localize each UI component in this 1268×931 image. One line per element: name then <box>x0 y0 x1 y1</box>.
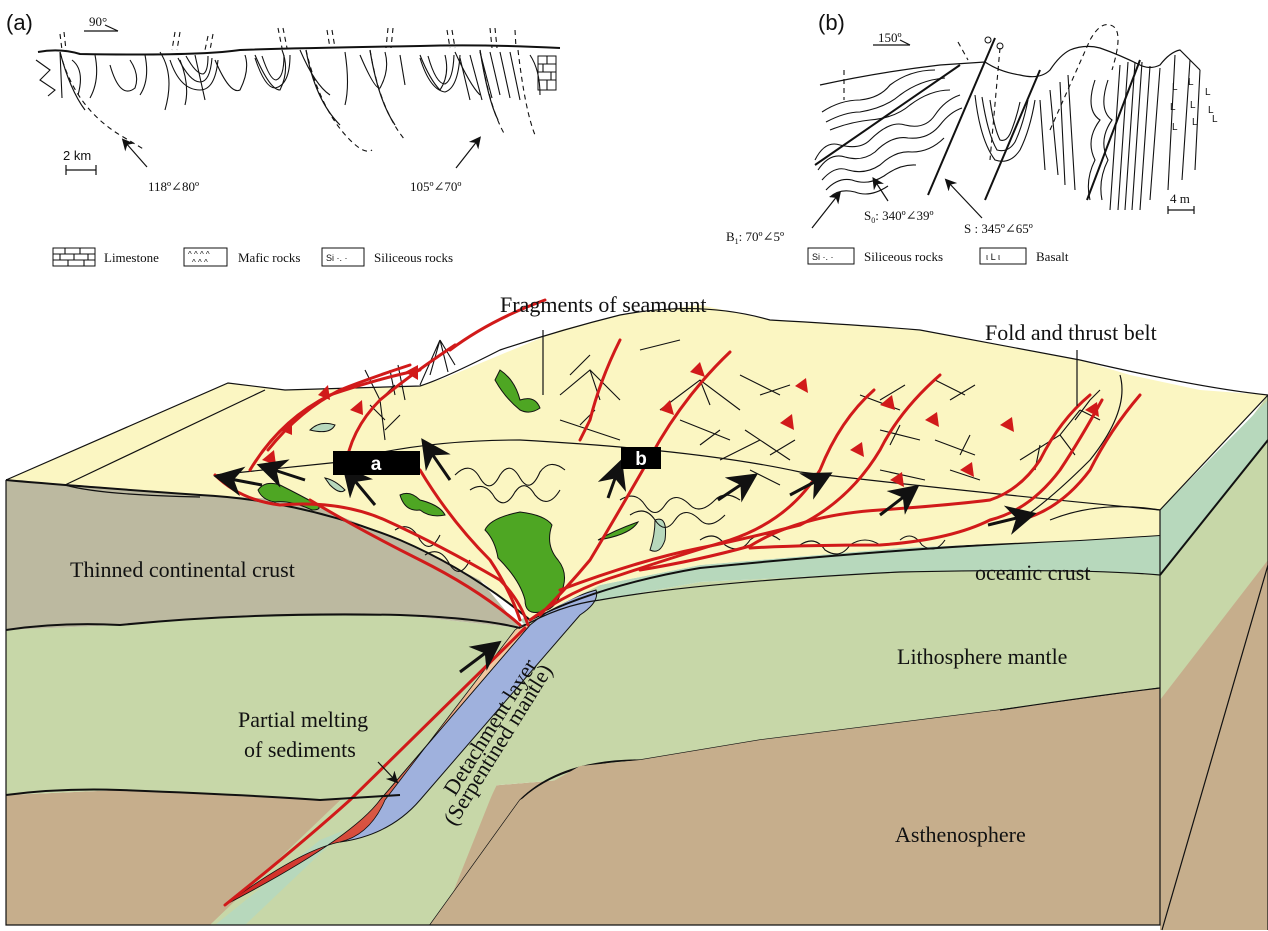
motion-arrow-3 <box>342 465 377 506</box>
thinned-continental-crust <box>6 480 520 630</box>
motion-arrow-slab <box>459 640 502 674</box>
motion-arrow-6 <box>717 473 758 503</box>
siliceous-folds-b <box>814 54 1201 211</box>
pointer-partial-melting <box>377 761 399 784</box>
label-oceanic-crust: oceanic crust <box>975 560 1090 585</box>
panel-a: (a) 90° <box>6 10 561 267</box>
motion-arrow-4 <box>421 438 452 481</box>
label-lithosphere-mantle: Lithosphere mantle <box>897 644 1067 669</box>
side-face-asthenosphere <box>1160 560 1268 930</box>
svg-text:L: L <box>1212 114 1218 125</box>
attitude-b2: S0: 340º∠39º <box>864 208 934 225</box>
svg-text:L: L <box>1172 122 1178 133</box>
faults-a <box>59 27 536 152</box>
svg-text:Si ·. ·: Si ·. · <box>326 253 348 263</box>
asthenosphere-right <box>430 688 1160 925</box>
label-partial-melting-1: Partial melting <box>238 707 368 732</box>
svg-text:L: L <box>1170 102 1176 113</box>
oceanic-fragment-1 <box>309 422 336 433</box>
scale-bar-b: 4 m <box>1167 191 1195 214</box>
scale-bar-a: 2 km <box>63 148 97 175</box>
label-fragments-of-seamount: Fragments of seamount <box>500 292 707 317</box>
scale-bar-a-text: 2 km <box>63 148 91 163</box>
seamount-fragment-3 <box>399 492 446 517</box>
seamount-main <box>484 511 565 613</box>
top-ridge-line <box>5 308 1268 481</box>
motion-arrow-1 <box>213 466 263 497</box>
front-face-outline <box>5 480 1161 926</box>
svg-text:^ ^ ^ ^: ^ ^ ^ ^ <box>188 250 210 259</box>
legend-item-siliceous-b: Si ·. · Siliceous rocks <box>807 247 943 265</box>
motion-arrows <box>213 438 1037 674</box>
label-fold-thrust-belt: Fold and thrust belt <box>985 320 1157 345</box>
svg-text:L: L <box>1190 100 1196 111</box>
orientation-arrow-b: 150º <box>873 30 911 46</box>
svg-text:Si ·. ·: Si ·. · <box>812 252 834 262</box>
motion-arrow-5 <box>597 458 627 499</box>
side-face-oceanic-crust <box>1160 400 1268 575</box>
svg-text:Mafic rocks: Mafic rocks <box>238 250 300 265</box>
location-marker-a[interactable]: a <box>333 451 420 475</box>
legend-item-mafic: ^ ^ ^ ^ ^ ^ ^ Mafic rocks <box>183 247 300 267</box>
panel-a-label: (a) <box>6 10 33 35</box>
pointer-arrow-b3 <box>944 178 983 219</box>
legend-item-limestone: Limestone <box>52 247 159 267</box>
svg-text:^ ^ ^: ^ ^ ^ <box>192 258 208 267</box>
attitude-a1: 118º∠80º <box>148 179 199 194</box>
orientation-arrow-a: 90° <box>84 14 119 32</box>
attitude-b3: S : 345º∠65º <box>964 221 1033 236</box>
profile-line-b <box>819 45 1201 86</box>
legend-item-siliceous: Si ·. · Siliceous rocks <box>321 247 453 267</box>
motion-arrow-2 <box>256 459 306 488</box>
block-diagram: a b Fragments of seamount Fold and thrus… <box>5 292 1268 931</box>
attitude-a2: 105º∠70º <box>410 179 461 194</box>
svg-text:L: L <box>1188 77 1194 88</box>
motion-arrow-7 <box>789 472 833 500</box>
pointer-arrow-a2 <box>455 136 481 169</box>
panel-b-label: (b) <box>818 10 845 35</box>
orientation-a-text: 90° <box>89 14 107 29</box>
label-asthenosphere: Asthenosphere <box>895 822 1026 847</box>
basalt-marks: L L L L L L L L L <box>1170 77 1218 133</box>
surface-line-a <box>37 44 561 56</box>
svg-text:Siliceous rocks: Siliceous rocks <box>864 249 943 264</box>
svg-text:b: b <box>635 449 647 470</box>
panel-b: (b) 150º L L L L L L L L L <box>726 10 1218 265</box>
legend-a: Limestone ^ ^ ^ ^ ^ ^ ^ Mafic rocks Si ·… <box>52 247 453 267</box>
svg-text:L: L <box>1192 117 1198 128</box>
svg-text:a: a <box>371 454 382 475</box>
fold-section-a <box>35 49 557 111</box>
legend-item-basalt: ι ᒪ ι Basalt <box>979 247 1069 265</box>
motion-arrow-8 <box>879 484 920 517</box>
lithosphere-mantle <box>6 570 1160 800</box>
seamount-fragment-1 <box>494 369 541 413</box>
svg-text:L: L <box>1205 87 1211 98</box>
pointer-arrow-a1 <box>121 138 148 168</box>
attitude-b1: B1: 70º∠5º <box>726 229 784 246</box>
pointer-arrow-b2 <box>872 176 889 202</box>
oceanic-crust <box>520 535 1160 630</box>
faults-b <box>814 24 1141 201</box>
location-marker-b[interactable]: b <box>621 447 661 470</box>
svg-text:L: L <box>1208 105 1214 116</box>
svg-text:Limestone: Limestone <box>104 250 159 265</box>
label-thinned-continental-crust: Thinned continental crust <box>70 557 295 582</box>
seamount-fragment-4 <box>597 521 640 541</box>
thrust-faults <box>213 298 1142 627</box>
svg-text:Basalt: Basalt <box>1036 249 1069 264</box>
svg-text:L: L <box>1172 82 1178 93</box>
pointer-arrow-b1 <box>811 191 841 229</box>
svg-text:ι ᒪ ι: ι ᒪ ι <box>986 252 1000 262</box>
label-partial-melting-2: of sediments <box>244 737 356 762</box>
motion-arrow-9 <box>987 505 1037 535</box>
orientation-b-text: 150º <box>878 30 902 45</box>
scale-bar-b-text: 4 m <box>1170 191 1190 206</box>
svg-text:Siliceous rocks: Siliceous rocks <box>374 250 453 265</box>
legend-b: Si ·. · Siliceous rocks ι ᒪ ι Basalt <box>807 247 1069 265</box>
